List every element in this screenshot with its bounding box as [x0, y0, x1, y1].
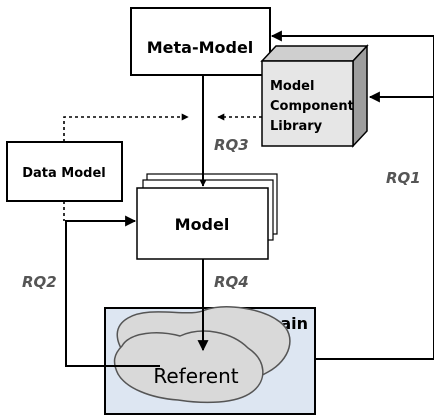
meta-model-box [130, 7, 271, 76]
model-box [136, 187, 269, 260]
referent-cloud-front [113, 330, 264, 404]
rq2-label: RQ2 [22, 273, 57, 291]
referent-to-model-loop-arrow [65, 215, 160, 367]
model-label: Model [175, 215, 230, 234]
library-cube-side [352, 44, 368, 148]
library-cube-top [260, 45, 369, 62]
library-cube-front [261, 60, 354, 147]
library-label-line-3: Library [270, 119, 323, 134]
referent-label: Referent [153, 364, 238, 388]
rq1-label: RQ1 [386, 169, 421, 187]
library-label-line-2: Component [270, 99, 354, 114]
library-label-line-1: Model [270, 79, 314, 94]
domain-feedback-line [315, 36, 434, 360]
data-model-label: Data Model [22, 166, 106, 181]
meta-model-label: Meta-Model [147, 38, 254, 57]
rq4-label: RQ4 [214, 273, 249, 291]
datamodel-to-junction-dashed-arrow [63, 113, 189, 142]
rq3-label: RQ3 [214, 136, 249, 154]
